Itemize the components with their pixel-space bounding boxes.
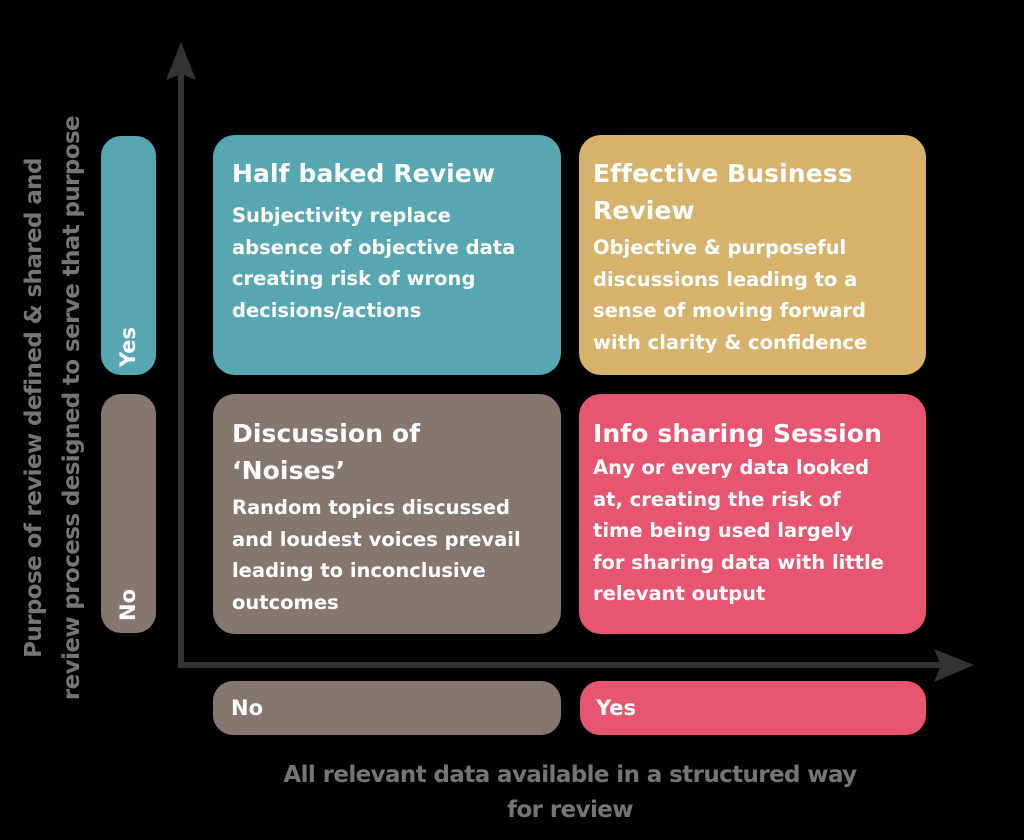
quadrant-effective-business-review: Effective Business Review Objective & pu… bbox=[579, 135, 926, 375]
description-line: at, creating the risk of bbox=[593, 487, 841, 511]
y-axis-no-label: No bbox=[101, 394, 156, 633]
description-line: Objective & purposeful bbox=[593, 236, 847, 259]
title-line: Discussion of bbox=[232, 419, 421, 448]
description-line: sense of moving forward bbox=[593, 299, 866, 322]
y-axis-arrow-icon bbox=[166, 42, 196, 80]
quadrant-title: Discussion of ‘Noises’ bbox=[232, 415, 543, 489]
x-axis-no-label: No bbox=[213, 681, 561, 735]
x-axis-title-line-2: for review bbox=[507, 797, 633, 823]
description-line: Random topics discussed bbox=[232, 496, 510, 519]
x-axis-yes-label: Yes bbox=[580, 681, 926, 735]
quadrant-description: Subjectivity replace absence of objectiv… bbox=[232, 200, 543, 326]
title-line: ‘Noises’ bbox=[232, 456, 346, 485]
description-line: leading to inconclusive bbox=[232, 559, 486, 582]
description-line: Subjectivity replace bbox=[232, 204, 452, 227]
y-axis-title-line-2: review process designed to serve that pu… bbox=[59, 115, 85, 701]
x-axis-yes-text: Yes bbox=[596, 696, 637, 720]
description-line: creating risk of wrong bbox=[232, 267, 476, 290]
y-axis-yes-text: Yes bbox=[116, 326, 141, 368]
quadrant-description: Random topics discussed and loudest voic… bbox=[232, 492, 543, 618]
quadrant-description: Any or every data looked at, creating th… bbox=[593, 452, 908, 610]
quadrant-description: Objective & purposeful discussions leadi… bbox=[593, 232, 908, 358]
description-line: discussions leading to a bbox=[593, 267, 858, 291]
description-line: and loudest voices prevail bbox=[232, 527, 521, 551]
x-axis-title: All relevant data available in a structu… bbox=[170, 758, 970, 828]
y-axis-title-line-1: Purpose of review defined & shared and bbox=[21, 158, 47, 658]
description-line: decisions/actions bbox=[232, 298, 422, 322]
quadrant-title: Half baked Review bbox=[232, 159, 496, 188]
y-axis-title: Purpose of review defined & shared and r… bbox=[15, 78, 91, 738]
quadrant-title: Info sharing Session bbox=[593, 419, 882, 448]
description-line: for sharing data with little bbox=[593, 550, 884, 574]
quadrant-half-baked-review: Half baked Review Subjectivity replace a… bbox=[213, 135, 561, 375]
title-line: Review bbox=[593, 196, 695, 225]
x-axis-arrow-icon bbox=[934, 649, 974, 682]
quadrant-discussion-of-noises: Discussion of ‘Noises’ Random topics dis… bbox=[213, 394, 561, 634]
title-line: Effective Business bbox=[593, 159, 853, 188]
description-line: Any or every data looked bbox=[593, 456, 870, 479]
y-axis-yes-label: Yes bbox=[101, 136, 156, 375]
description-line: relevant output bbox=[593, 582, 766, 605]
description-line: with clarity & confidence bbox=[593, 330, 868, 354]
description-line: time being used largely bbox=[593, 519, 854, 542]
quadrant-info-sharing-session: Info sharing Session Any or every data l… bbox=[579, 394, 926, 634]
y-axis-no-text: No bbox=[116, 588, 141, 622]
quadrant-title: Effective Business Review bbox=[593, 155, 908, 229]
x-axis-no-text: No bbox=[231, 696, 264, 720]
description-line: absence of objective data bbox=[232, 235, 516, 259]
description-line: outcomes bbox=[232, 590, 339, 614]
x-axis-title-line-1: All relevant data available in a structu… bbox=[283, 762, 857, 788]
